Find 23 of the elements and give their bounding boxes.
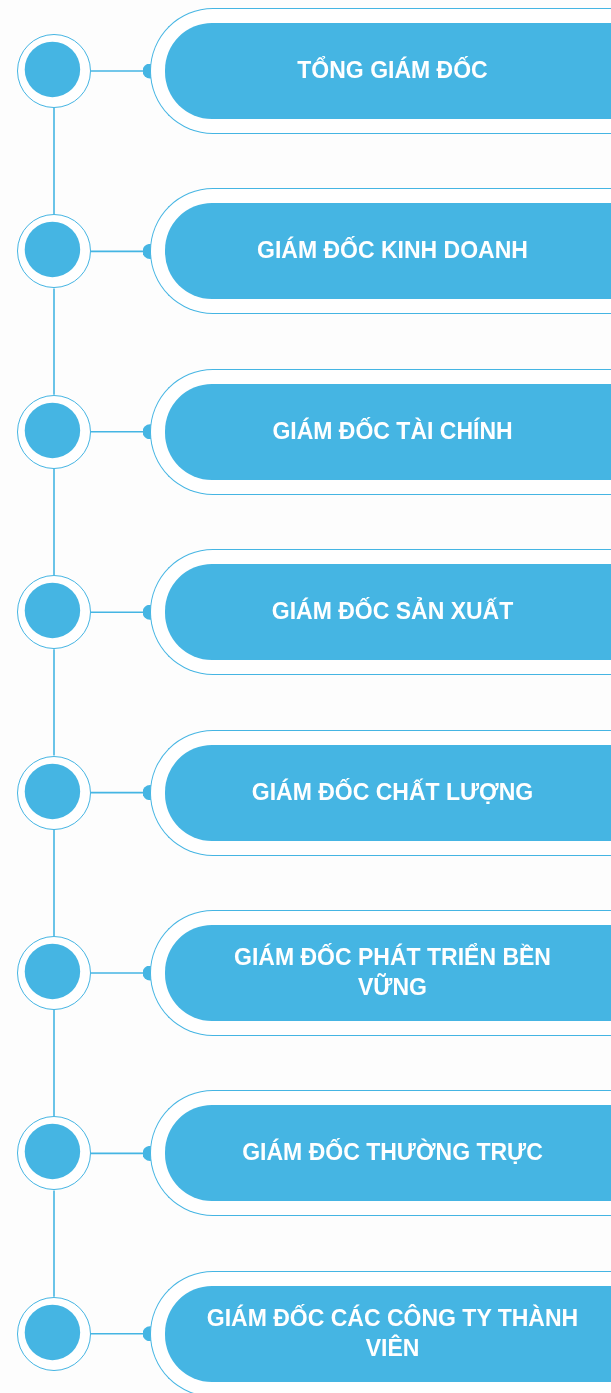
pill-box [150,8,611,134]
timeline-line [53,1189,55,1298]
timeline-line [53,828,55,937]
role-label: GIÁM ĐỐC PHÁT TRIỂN BỀN VỮNG [165,925,611,1021]
role-label: GIÁM ĐỐC THƯỜNG TRỰC [165,1105,611,1202]
timeline-line [53,468,55,576]
pill-box [150,188,611,315]
pill-box [150,1090,611,1217]
role-label: GIÁM ĐỐC SẢN XUẤT [165,564,611,661]
role-label: GIÁM ĐỐC CHẤT LƯỢNG [165,744,611,841]
pill-box [150,549,611,676]
timeline-line [53,107,55,216]
role-label: GIÁM ĐỐC CÁC CÔNG TY THÀNH VIÊN [165,1285,611,1382]
role-label: GIÁM ĐỐC TÀI CHÍNH [165,383,611,480]
pill-box [150,729,611,856]
timeline-line [53,648,55,757]
role-label: TỔNG GIÁM ĐỐC [165,23,611,119]
timeline-line [53,287,55,396]
timeline-line [53,1009,55,1118]
pill-box [150,1270,611,1393]
pill-box [150,368,611,495]
role-label: GIÁM ĐỐC KINH DOANH [165,203,611,300]
pill-box [150,910,611,1036]
